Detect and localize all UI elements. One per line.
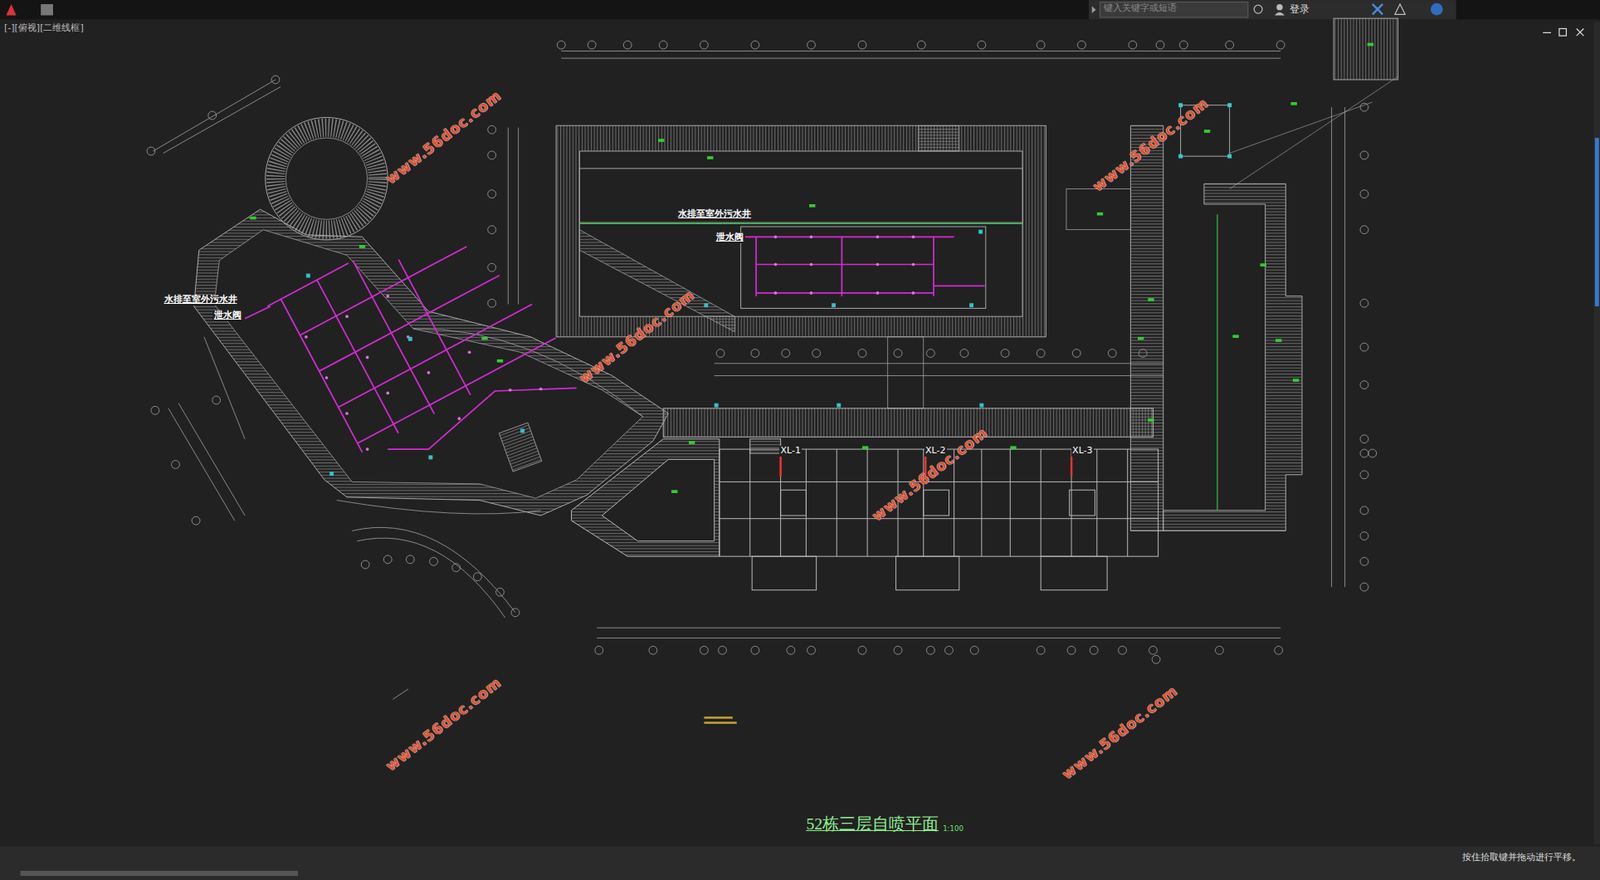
dimension-lines [146,40,1377,699]
upper-block [556,125,1046,409]
room-tags [249,43,1374,724]
residential-block [571,408,1159,591]
pipe-note: 水排至室外污水井 [162,294,240,306]
cyan-marks [306,229,984,476]
view-label: [-][俯视][二维线框] [4,23,84,35]
search-placeholder: 键入关键字或短语 [1103,3,1177,15]
status-text: 按住拾取键并拖动进行平移。 [1462,852,1581,864]
riser-label: XL-3 [1071,445,1094,457]
drawing-title: 52栋三层自喷平面 [805,814,939,834]
sprinkler-heads [304,234,915,450]
valve-note: 泄水阀 [212,310,244,322]
right-block [1066,18,1399,531]
left-wing [194,117,669,516]
riser-label: XL-1 [779,445,802,457]
login-text: 登录 [1289,3,1310,15]
scale-label: 1:100 [942,824,964,834]
sprinkler-pipes [244,193,985,459]
valve-note: 泄水阀 [714,232,746,244]
pipe-note: 水排至室外污水井 [676,209,753,220]
